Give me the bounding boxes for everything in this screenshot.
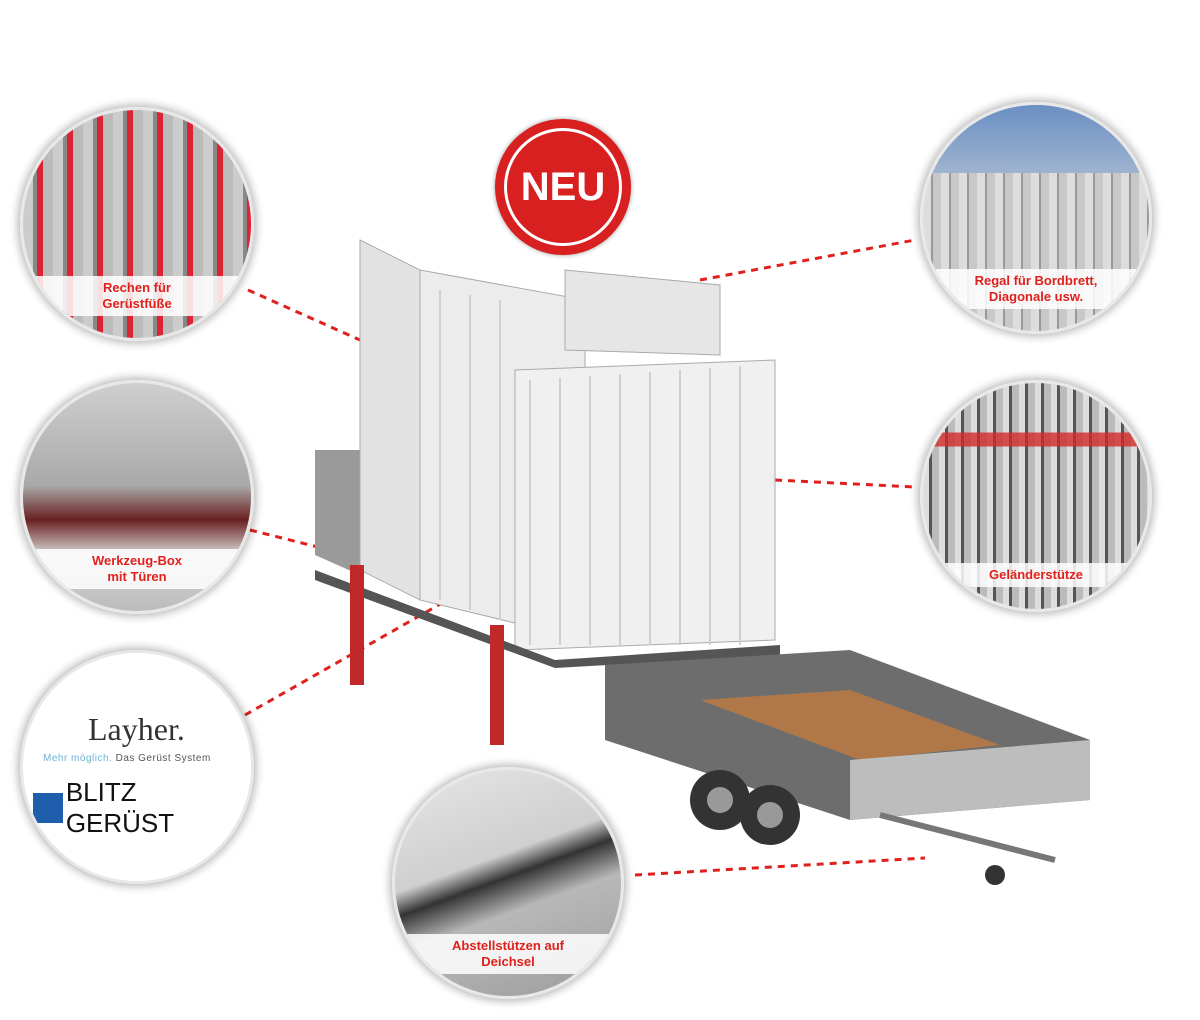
leader-line (634, 856, 926, 877)
leader-line (244, 588, 466, 717)
leader-line (247, 288, 361, 342)
new-badge: NEU (495, 119, 631, 255)
leader-lines (244, 238, 926, 877)
leader-line (774, 478, 916, 489)
blitz-logo: BLITZ GERÜST (33, 777, 251, 839)
flatbed-trailer (605, 650, 1090, 885)
callout-label: Regal für Bordbrett,Diagonale usw. (923, 269, 1149, 309)
layher-tagline: Mehr möglich. Das Gerüst System (43, 753, 211, 764)
new-badge-text: NEU (520, 165, 606, 209)
callout-brand-logos: Layher. Mehr möglich. Das Gerüst System … (20, 650, 254, 884)
blitz-mark-icon (33, 793, 63, 823)
callout-railing-post: Geländerstütze (920, 380, 1152, 612)
callout-label: Geländerstütze (923, 563, 1149, 587)
layher-logo: Layher. (88, 711, 185, 747)
leader-line (249, 528, 351, 557)
leader-line (699, 238, 916, 282)
callout-board-shelf: Regal für Bordbrett,Diagonale usw. (920, 102, 1152, 334)
scaffold-trailer (315, 239, 780, 745)
